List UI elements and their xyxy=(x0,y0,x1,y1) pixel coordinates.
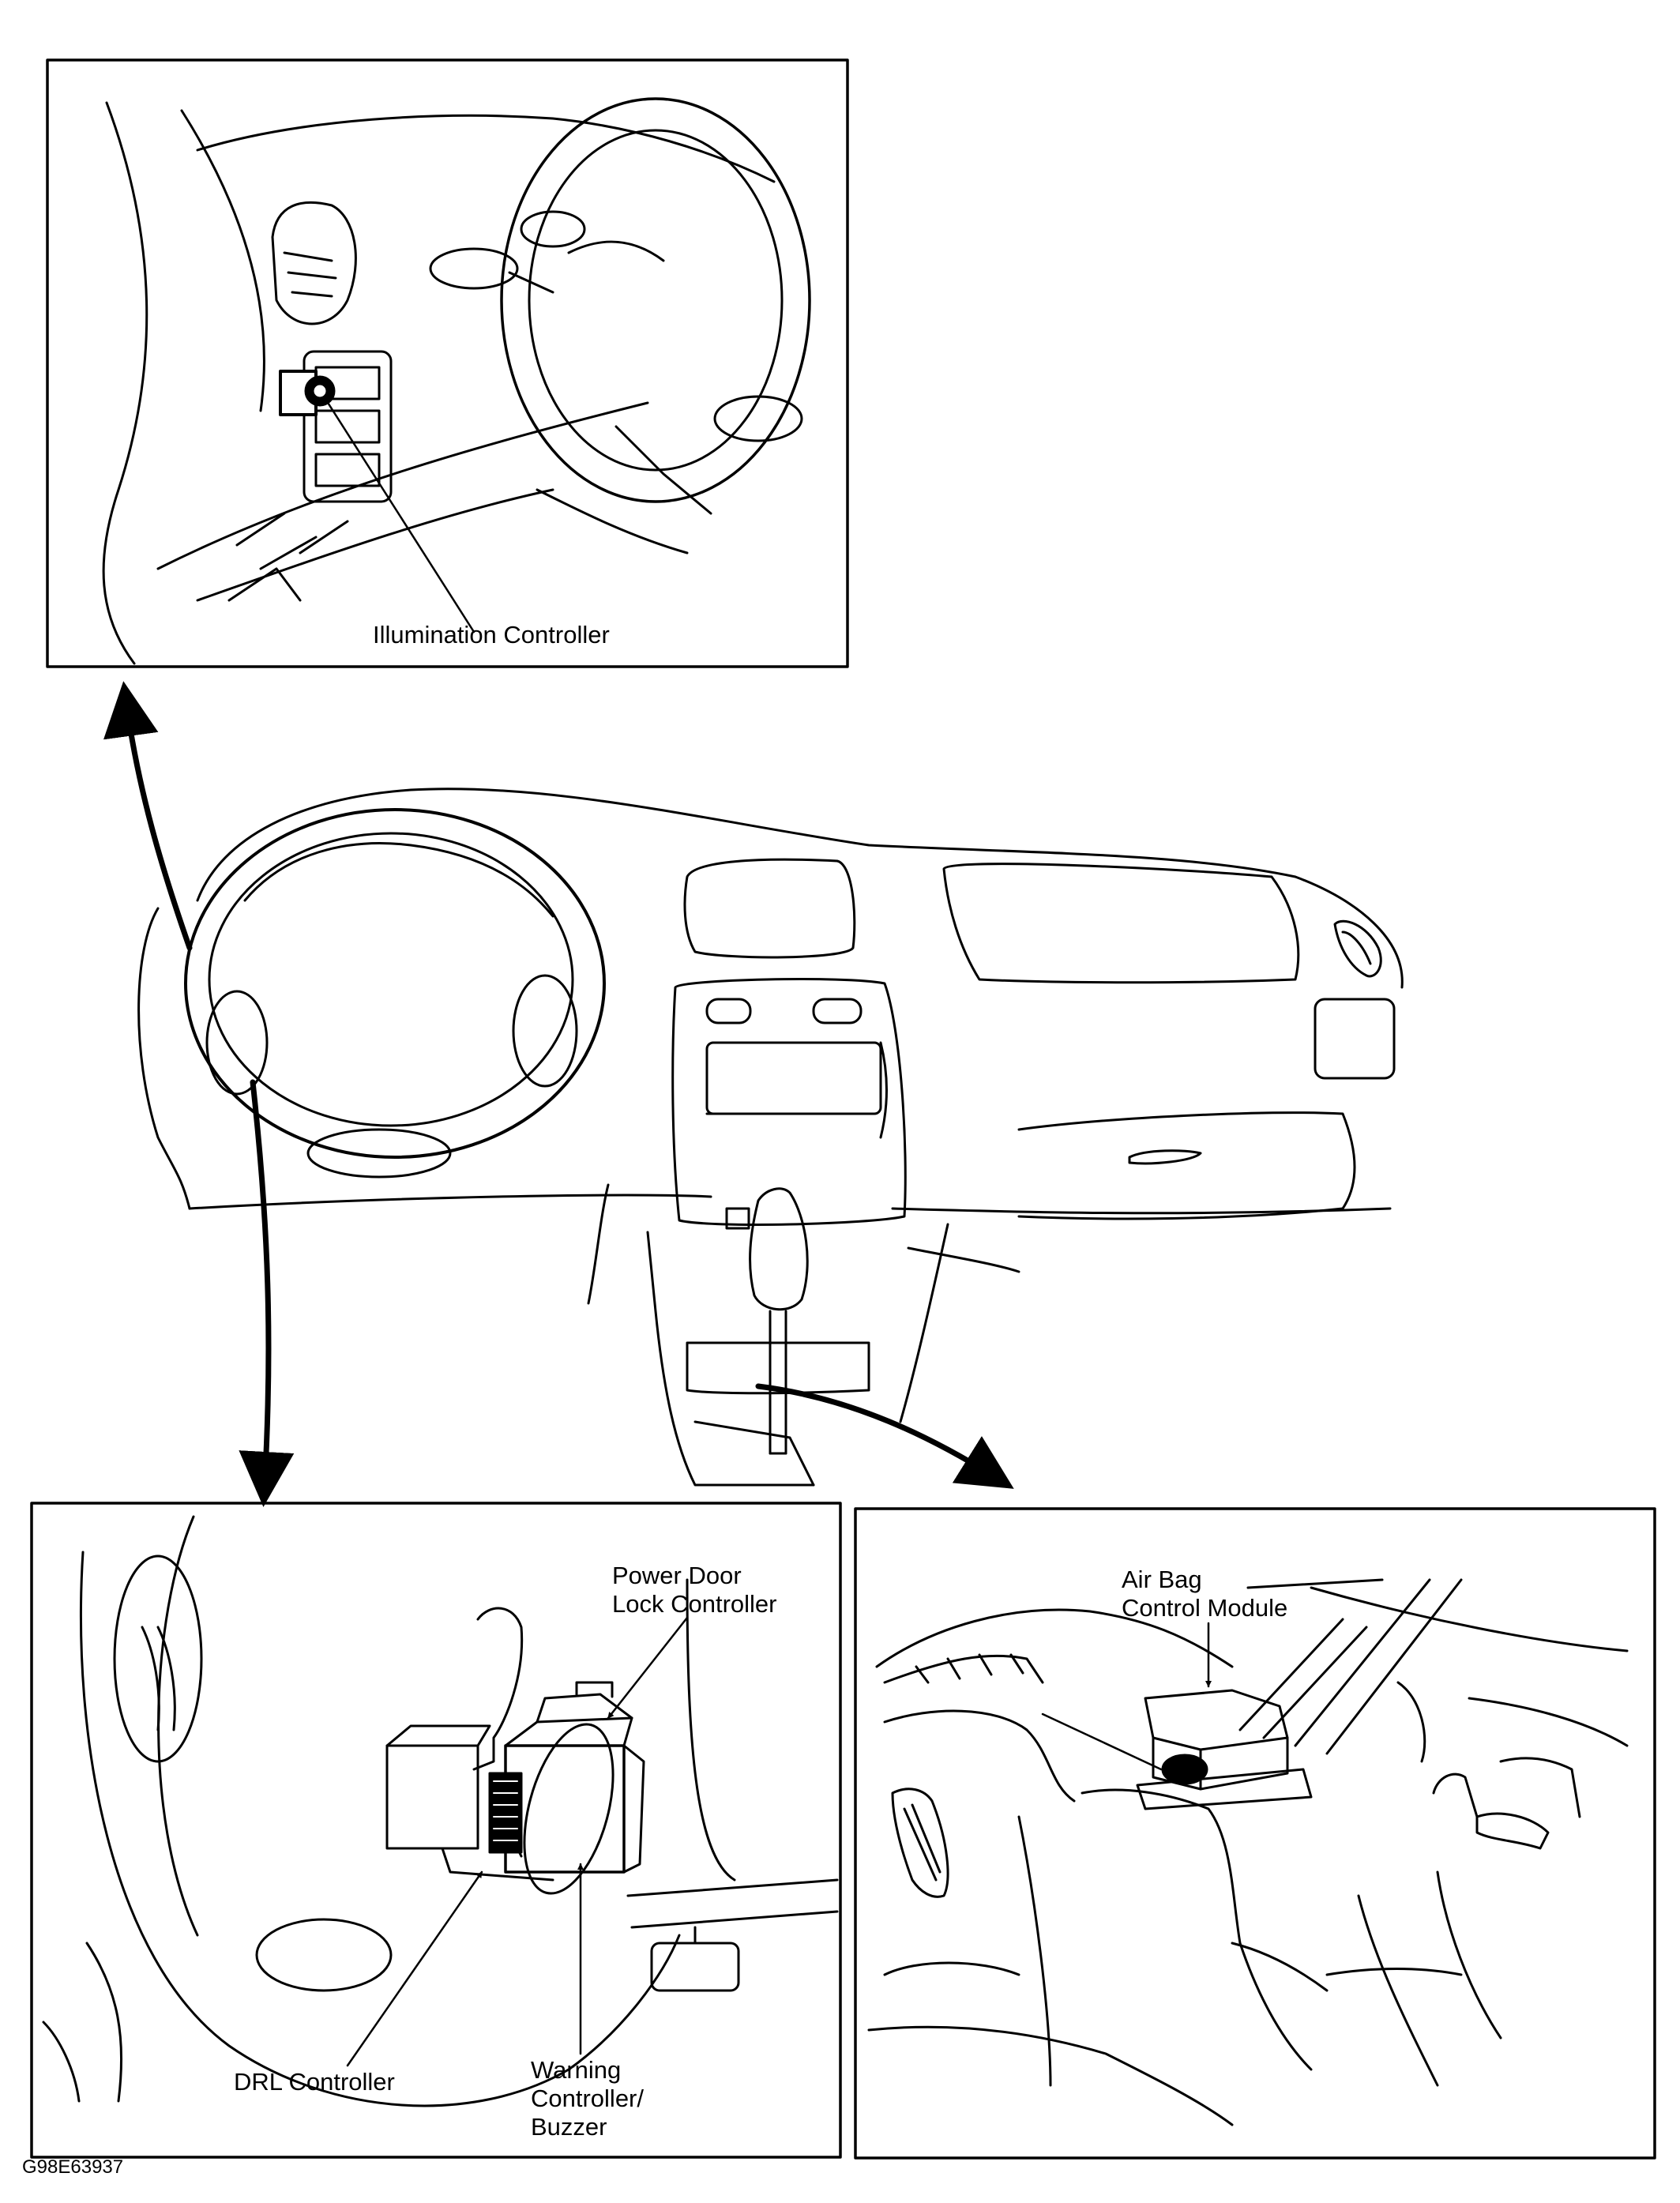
main-dashboard xyxy=(137,788,1404,1487)
label-air-bag-control-module: Air Bag Control Module xyxy=(1122,1566,1287,1622)
label-line: Power Door xyxy=(612,1562,742,1589)
inset-driver-controllers xyxy=(30,1502,842,2159)
label-line: Warning xyxy=(531,2056,622,2084)
label-power-door-lock-controller: Power Door Lock Controller xyxy=(612,1562,776,1618)
label-warning-controller-buzzer: Warning Controller/ Buzzer xyxy=(531,2056,644,2141)
inset-illumination xyxy=(46,58,849,668)
callout-arrows xyxy=(103,681,1014,1507)
label-line: Buzzer xyxy=(531,2113,607,2141)
label-line: Controller/ xyxy=(531,2085,644,2112)
label-drl-controller: DRL Controller xyxy=(234,2068,395,2096)
label-line: Lock Controller xyxy=(612,1590,777,1618)
label-illumination-controller: Illumination Controller xyxy=(373,621,610,648)
figure-code: G98E63937 xyxy=(22,2156,124,2178)
label-line: Air Bag xyxy=(1122,1566,1202,1593)
inset-air-bag-module xyxy=(854,1507,1656,2160)
label-line: Control Module xyxy=(1122,1594,1288,1622)
